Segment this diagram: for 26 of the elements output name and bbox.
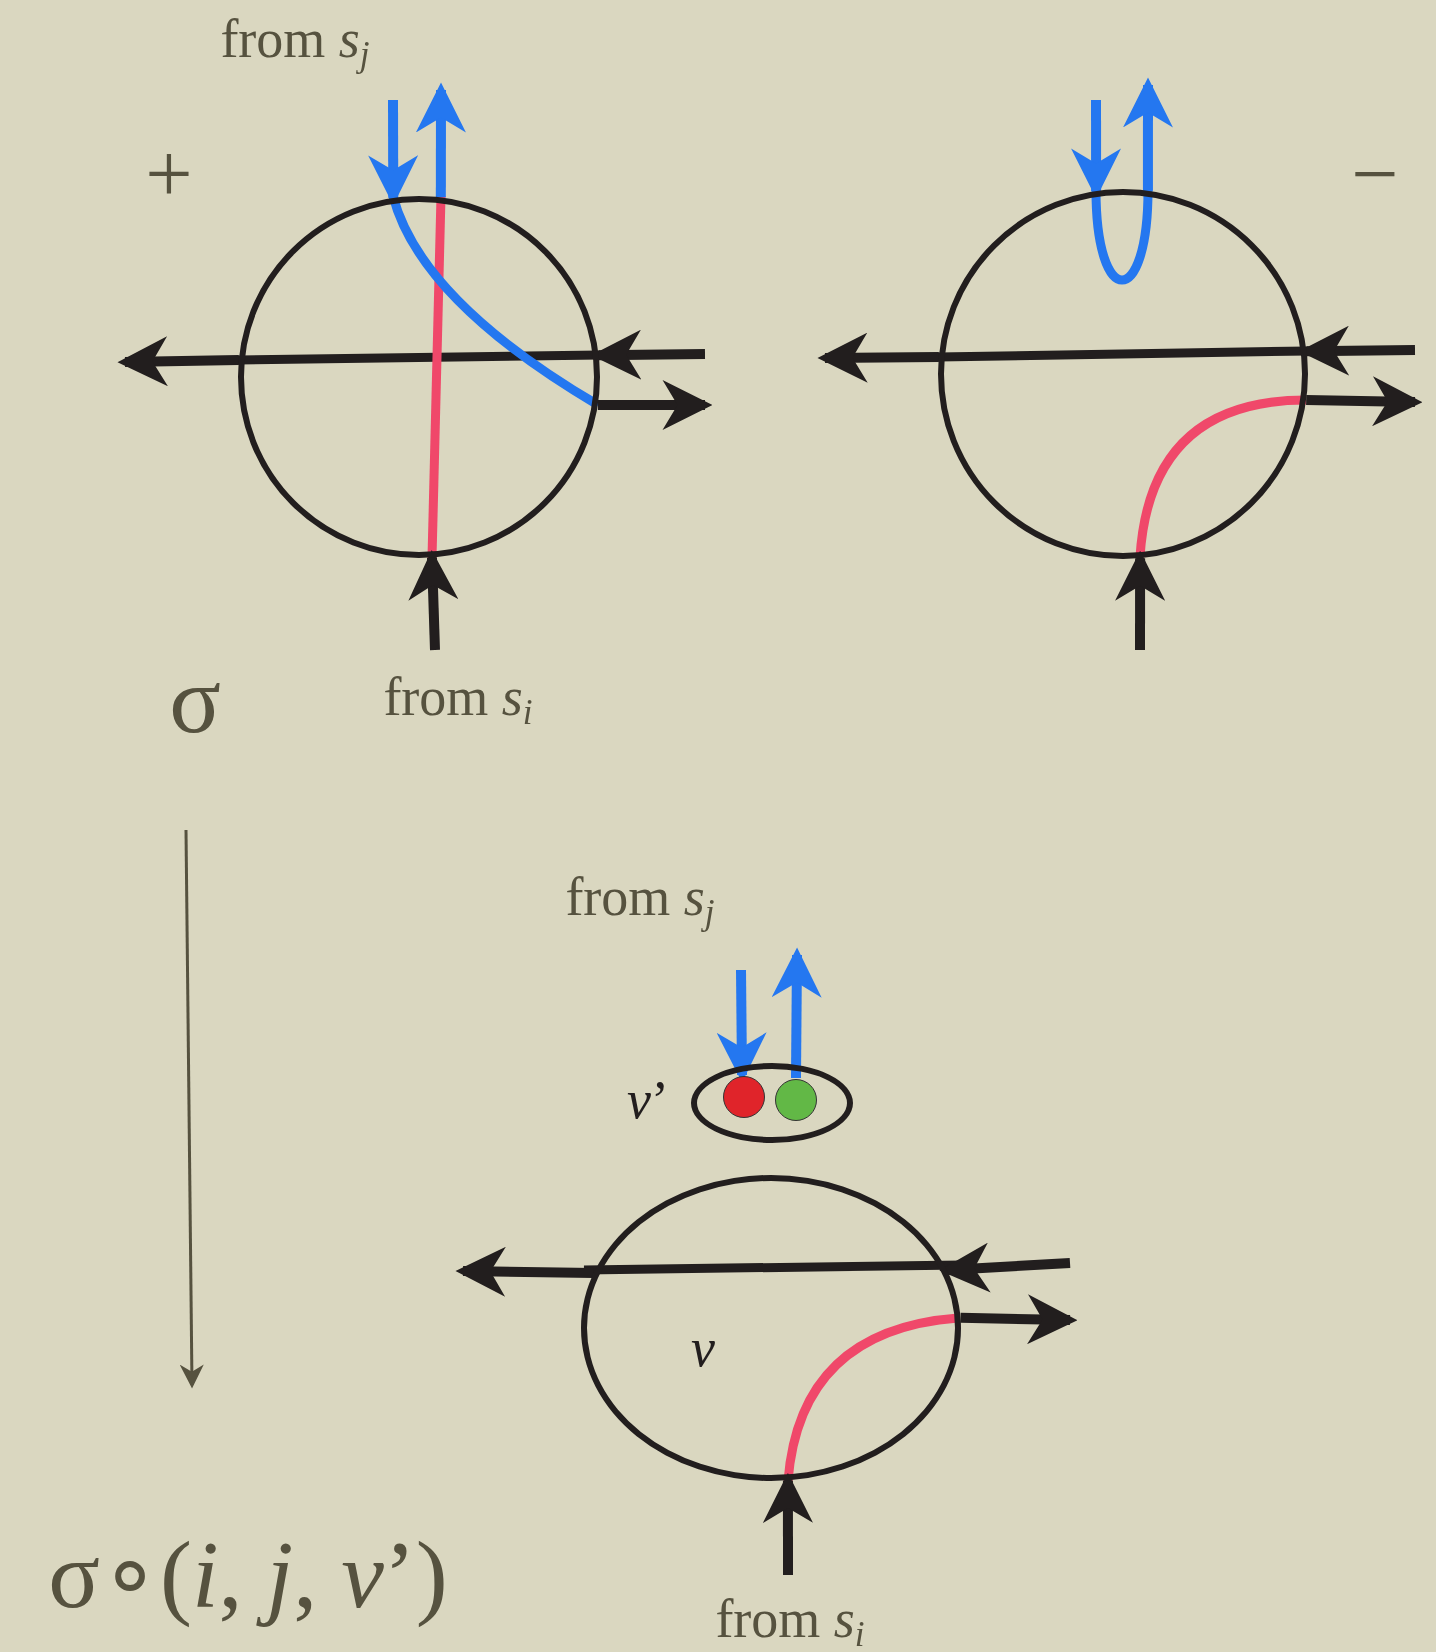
arrow	[597, 380, 713, 430]
vertex-label: v	[691, 1321, 715, 1375]
vertex-ellipse	[691, 1063, 853, 1143]
vertex-ellipse	[581, 1175, 961, 1481]
arrow	[1122, 77, 1173, 191]
arrow	[415, 82, 466, 198]
arrow	[960, 1294, 1078, 1345]
source-label: from s$_{i}$	[715, 1592, 865, 1652]
sign-label: +	[145, 132, 193, 216]
source-label: from s$_{j}$	[220, 12, 370, 72]
source-label: from s$_{j}$	[565, 870, 715, 930]
vertex-circle	[938, 189, 1308, 559]
arrow	[1115, 550, 1166, 650]
arrow	[817, 332, 939, 383]
arrow	[179, 830, 204, 1389]
arrow	[771, 947, 822, 1079]
dot-marker	[775, 1079, 817, 1121]
sign-label: −	[1351, 132, 1399, 216]
dot-marker	[723, 1076, 765, 1118]
arrow	[1306, 376, 1423, 427]
arrow	[117, 336, 239, 387]
math-label: σ	[169, 652, 221, 748]
arrow	[455, 1246, 594, 1297]
vertex-label: v’	[627, 1073, 669, 1127]
source-label: from s$_{i}$	[383, 670, 533, 730]
vertex-circle	[238, 196, 600, 558]
